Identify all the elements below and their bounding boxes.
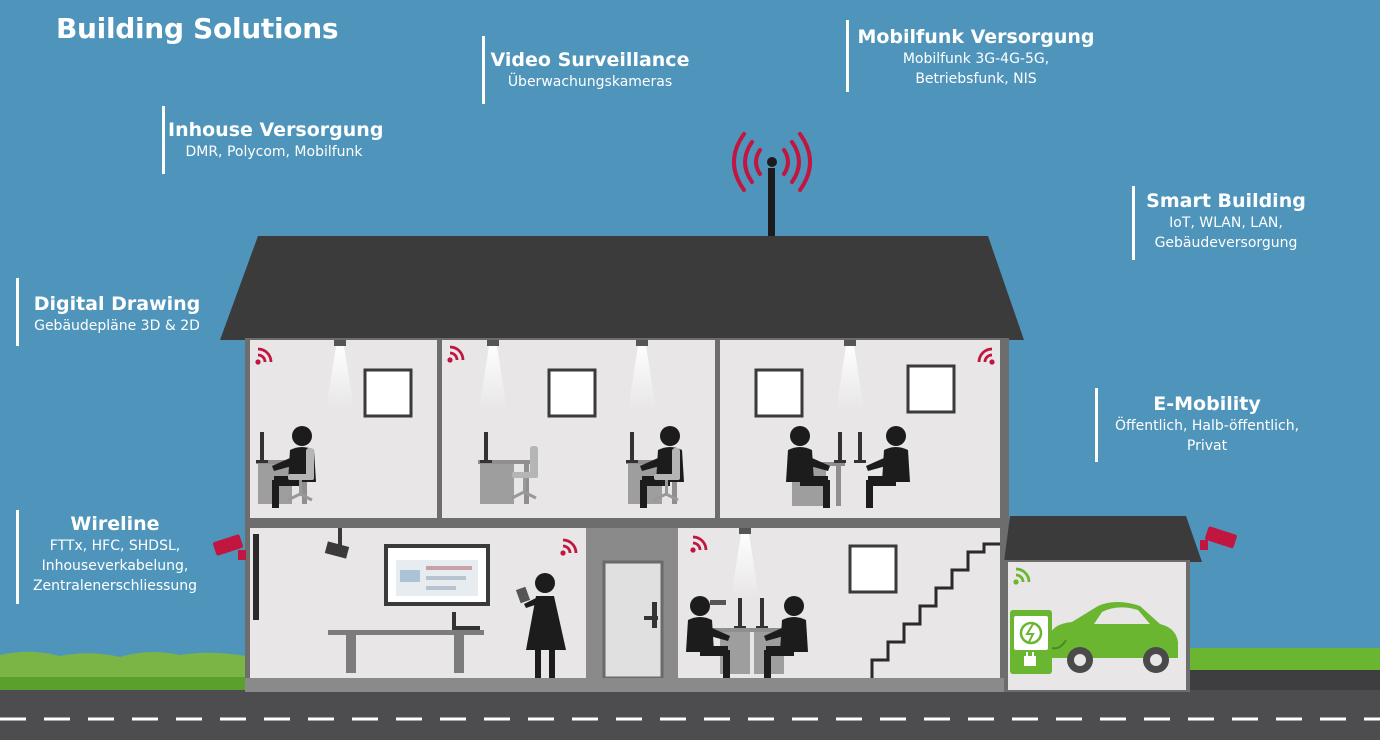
label-detail: FTTx, HFC, SHDSL, bbox=[49, 538, 181, 554]
label-detail: Zentralenerschliessung bbox=[32, 578, 198, 594]
label-detail: Überwachungskameras bbox=[507, 74, 673, 90]
electric-car-icon bbox=[1050, 602, 1178, 673]
label-mobilfunk-versorgung: Mobilfunk Versorgung Mobilfunk 3G-4G-5G,… bbox=[856, 25, 1096, 89]
security-camera-icon bbox=[213, 534, 246, 560]
label-heading: Mobilfunk Versorgung bbox=[857, 26, 1095, 48]
ev-charger-icon bbox=[1010, 610, 1052, 674]
label-detail: Gebäudepläne 3D & 2D bbox=[34, 318, 200, 334]
label-detail: DMR, Polycom, Mobilfunk bbox=[185, 144, 363, 160]
label-e-mobility: E-Mobility Öffentlich, Halb-öffentlich, … bbox=[1102, 392, 1312, 456]
label-video-surveillance: Video Surveillance Überwachungskameras bbox=[490, 48, 690, 92]
label-heading: Video Surveillance bbox=[490, 49, 690, 71]
standing-person-icon bbox=[515, 573, 566, 678]
label-detail: IoT, WLAN, LAN, bbox=[1169, 215, 1283, 231]
label-divider bbox=[16, 510, 19, 604]
label-heading: Smart Building bbox=[1146, 190, 1306, 212]
label-divider bbox=[16, 278, 19, 346]
label-divider bbox=[162, 106, 165, 174]
label-heading: Inhouse Versorgung bbox=[168, 119, 384, 141]
wifi-signal-icon bbox=[1013, 567, 1031, 585]
page-title: Building Solutions bbox=[56, 12, 339, 45]
label-heading: Digital Drawing bbox=[33, 293, 201, 315]
label-detail: Mobilfunk 3G-4G-5G, bbox=[902, 51, 1050, 67]
security-camera-icon bbox=[1200, 526, 1237, 550]
label-inhouse-versorgung: Inhouse Versorgung DMR, Polycom, Mobilfu… bbox=[168, 118, 384, 162]
label-detail: Betriebsfunk, NIS bbox=[915, 71, 1037, 87]
label-detail: Inhouseverkabelung, bbox=[41, 558, 189, 574]
label-divider bbox=[1095, 388, 1098, 462]
label-detail: Gebäudeversorgung bbox=[1154, 235, 1298, 251]
label-digital-drawing: Digital Drawing Gebäudepläne 3D & 2D bbox=[24, 292, 210, 336]
label-heading: Wireline bbox=[70, 513, 160, 535]
label-wireline: Wireline FTTx, HFC, SHDSL, Inhouseverkab… bbox=[24, 512, 206, 596]
label-heading: E-Mobility bbox=[1153, 393, 1261, 415]
label-divider bbox=[1132, 186, 1135, 260]
label-detail: Privat bbox=[1186, 438, 1228, 454]
label-divider bbox=[846, 20, 849, 92]
label-detail: Öffentlich, Halb-öffentlich, bbox=[1114, 418, 1300, 434]
label-divider bbox=[482, 36, 485, 104]
antenna-icon bbox=[732, 132, 812, 192]
label-smart-building: Smart Building IoT, WLAN, LAN, Gebäudeve… bbox=[1140, 189, 1312, 253]
